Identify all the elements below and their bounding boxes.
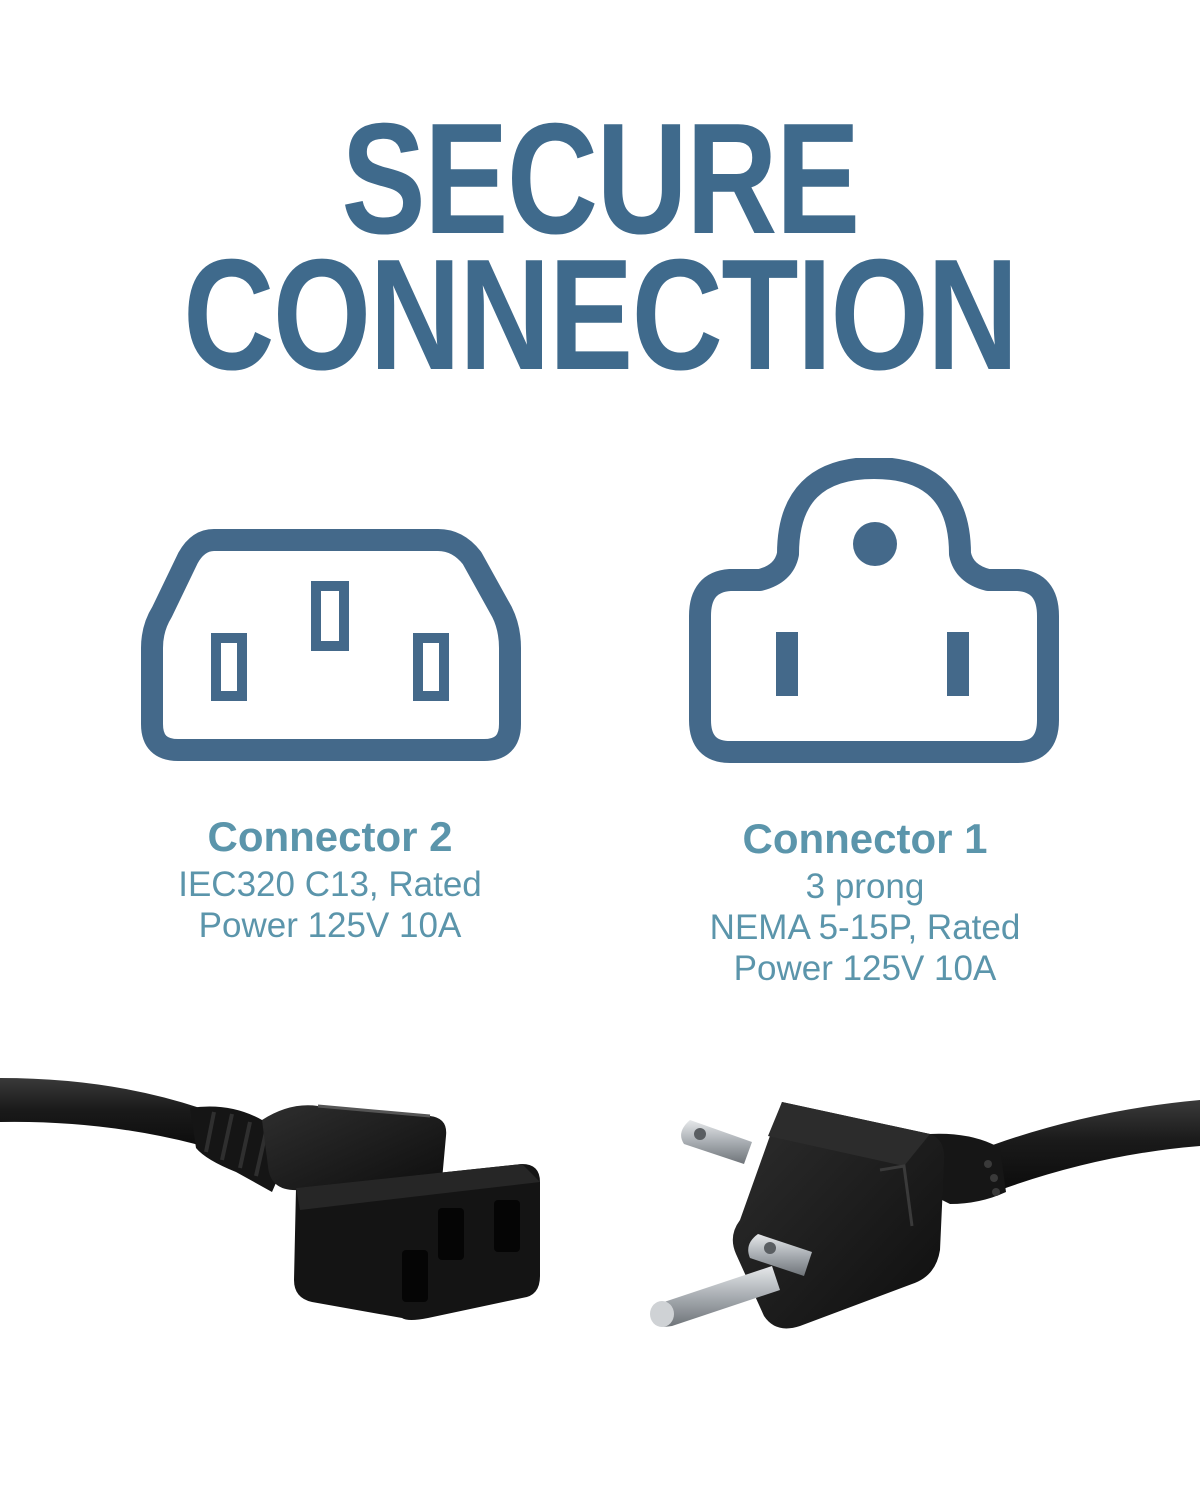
plug-blades (650, 1120, 812, 1327)
connector-2-spec-line-1: IEC320 C13, Rated (178, 865, 482, 905)
nema-5-15-outlet-icon (689, 458, 1059, 763)
connector-2-title: Connector 2 (207, 813, 453, 860)
left-cable (0, 1078, 210, 1148)
nema-plug (650, 1100, 1200, 1329)
connector-1-title: Connector 1 (742, 815, 988, 862)
power-cord-photo (0, 1078, 1200, 1329)
connector-1-spec-line-1: 3 prong (805, 867, 925, 907)
c13-connector (190, 1104, 540, 1320)
iec-c13-outlet-icon (141, 529, 521, 761)
headline-line-2: CONNECTION (183, 227, 1018, 403)
headline-line-1: SECURE (341, 91, 860, 267)
connector-1-caption: Connector 1 3 prong NEMA 5-15P, Rated Po… (630, 815, 1100, 989)
connector-2-caption: Connector 2 IEC320 C13, Rated Power 125V… (90, 813, 570, 946)
connector-2-spec-line-2: Power 125V 10A (198, 906, 462, 946)
connector-1-spec-line-3: Power 125V 10A (733, 949, 997, 989)
connector-1-spec-line-2: NEMA 5-15P, Rated (709, 908, 1021, 948)
